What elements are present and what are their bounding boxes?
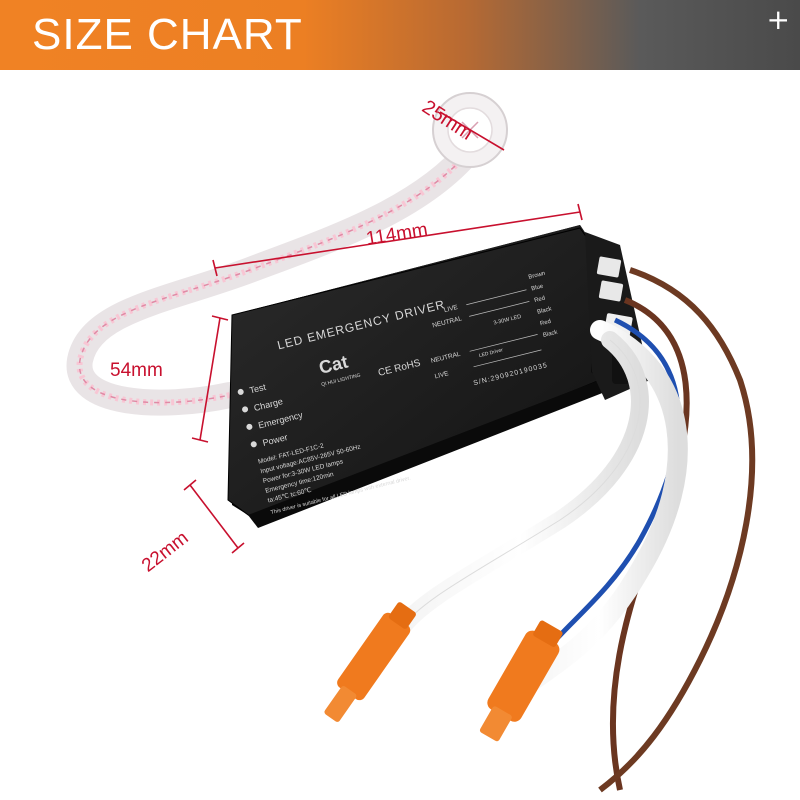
ribbon-cable bbox=[66, 137, 483, 416]
wire-right-1: Brown bbox=[528, 271, 546, 281]
width-label: 54mm bbox=[110, 360, 163, 381]
wire-right-4: Black bbox=[537, 306, 554, 316]
wire-right-5: Red bbox=[540, 319, 552, 327]
banner-title: SIZE CHART bbox=[32, 10, 303, 59]
orange-connectors bbox=[324, 602, 563, 742]
indicator-test: Test bbox=[248, 382, 267, 396]
wire-right-6: Black bbox=[542, 329, 559, 339]
wire-left-1: LIVE bbox=[443, 304, 459, 314]
output-wires bbox=[391, 267, 756, 793]
wire-driver: LED Driver bbox=[478, 347, 503, 359]
dimension-lines bbox=[183, 111, 583, 554]
plus-icon[interactable]: + bbox=[766, 3, 790, 36]
product-photo: LED EMERGENCY DRIVER Test Charge Emergen… bbox=[66, 92, 756, 793]
wire-right-2: Blue bbox=[531, 284, 545, 293]
size-chart-banner: SIZE CHART + bbox=[0, 0, 800, 70]
wire-left-4: LIVE bbox=[434, 370, 450, 380]
wire-right-3: Red bbox=[534, 296, 546, 304]
